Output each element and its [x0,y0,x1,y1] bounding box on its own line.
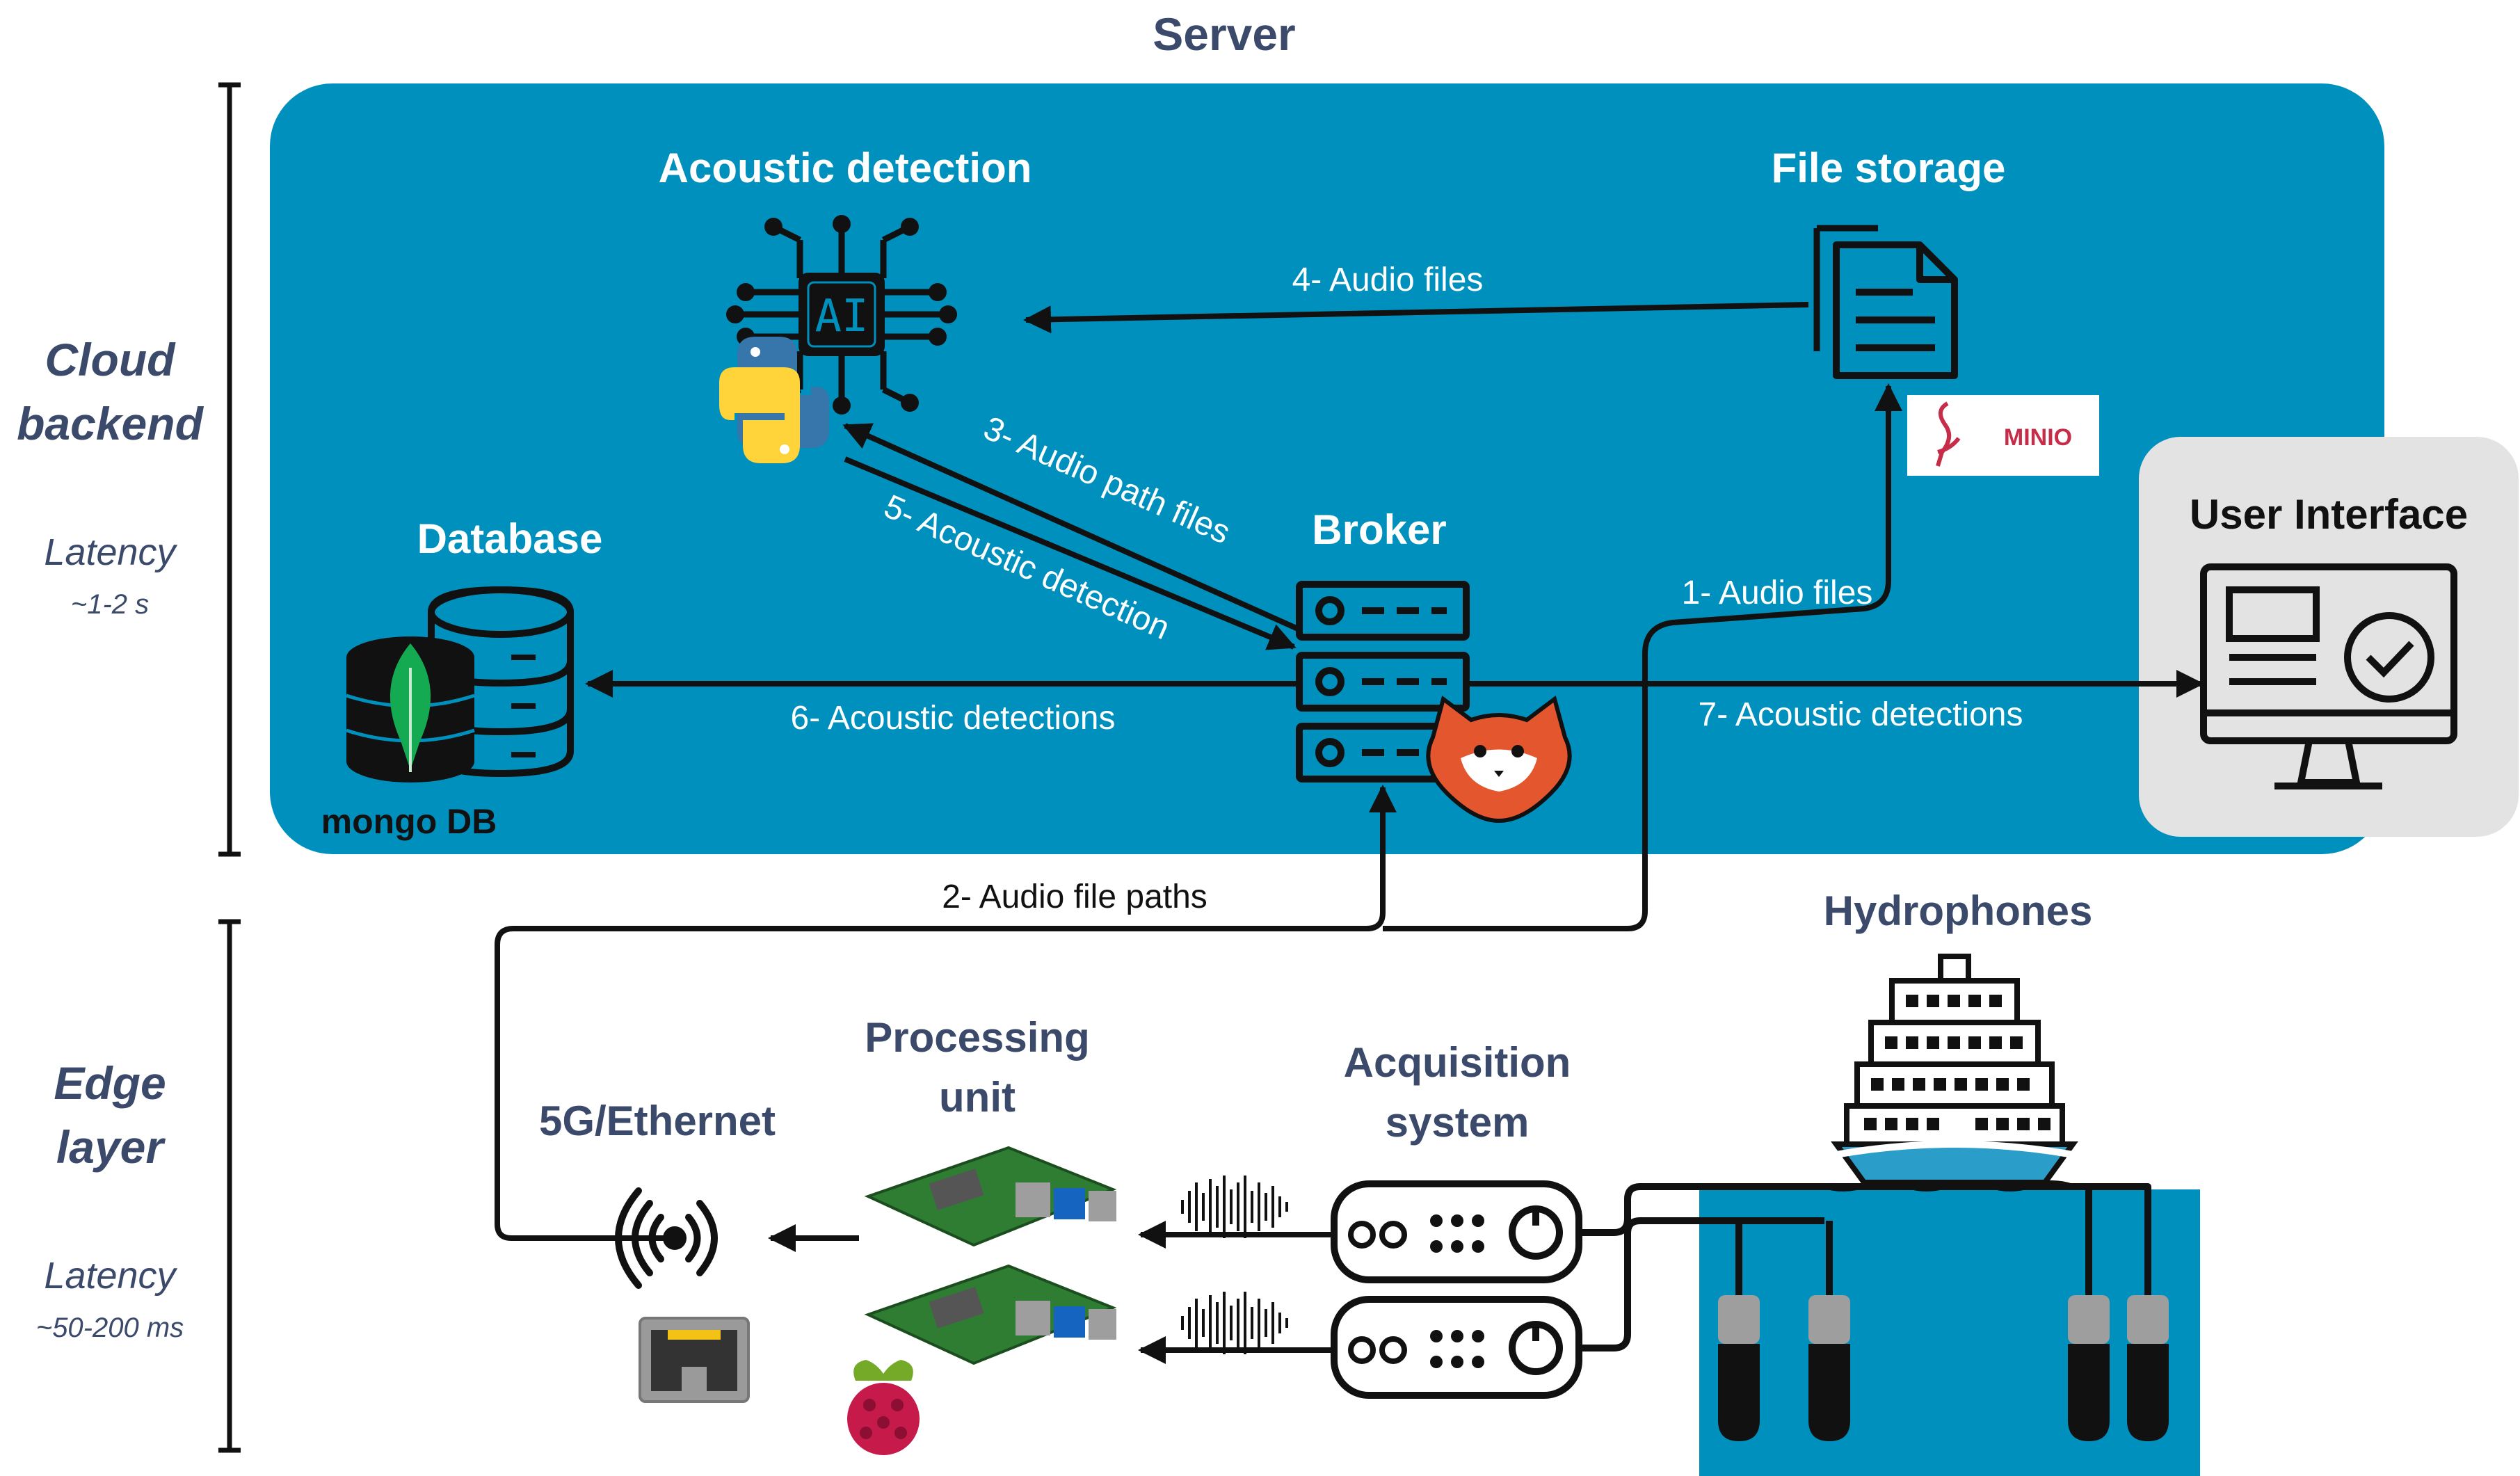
processing-unit-title-1: Processing [865,1014,1089,1061]
cloud-latency-label: Latency [44,531,177,573]
monitor-check-icon [2200,563,2457,789]
edge-layer-label: Edge layer Latency ~50-200 ms [36,1057,184,1343]
file-storage-title: File storage [1772,145,2006,191]
flow-label-2: 2- Audio file paths [942,879,1207,915]
flow-label-1: 1- Audio files [1682,575,1873,611]
cloud-layer-label: Cloud backend Latency ~1-2 s [17,334,204,620]
ethernet-port-icon [639,1317,750,1403]
hydrophone-probe-2 [1808,1295,1850,1441]
cloud-title-2: backend [17,398,204,449]
acquisition-device-1 [1331,1180,1582,1283]
edge-latency-value: ~50-200 ms [36,1313,184,1343]
cloud-latency-value: ~1-2 s [71,589,149,620]
acquisition-device-2 [1331,1296,1582,1399]
edge-title-1: Edge [54,1057,166,1109]
edge-latency-label: Latency [44,1255,177,1297]
flow-arrow-3 [842,423,1301,632]
hydrophone-probe-3 [2068,1295,2110,1441]
hydrophone-probe-1 [1718,1295,1760,1441]
flow-arrow-4 [1023,302,1809,334]
redpanda-logo-icon [1426,695,1572,824]
server-title: Server [1153,8,1296,60]
minio-logo: MINIO [1907,395,2099,476]
minio-label: MINIO [2004,424,2072,451]
hydrophone-probes [1718,1295,2169,1441]
processing-unit-title-2: unit [939,1074,1016,1121]
edge-title-2: layer [56,1121,166,1173]
acquisition-title-2: system [1386,1099,1530,1146]
network-title: 5G/Ethernet [539,1098,776,1144]
water [1699,1189,2200,1476]
ai-chip-label: AI [814,291,868,342]
hydrophone-probe-4 [2127,1295,2169,1441]
raspberry-pi-board-1 [864,1146,1117,1247]
cloud-title-1: Cloud [45,334,177,385]
raspberry-logo-icon [847,1360,920,1455]
flow-arrow-2 [495,785,1397,1241]
database-icon: mongo DB [321,586,574,841]
flow-label-4: 4- Audio files [1292,262,1484,298]
hydrophone-cables [1579,1183,2151,1367]
flow-label-6: 6- Acoustic detections [791,700,1116,737]
acquisition-title-1: Acquisition [1344,1039,1571,1086]
ai-chip-icon: AI [726,215,957,415]
python-logo-icon [719,337,829,463]
flow-arrow-1 [1383,383,1902,931]
ship-icon [1831,954,2078,1185]
file-document-icon [1813,225,1958,379]
sound-wave-icon-2 [1181,1292,1288,1354]
user-interface-title: User Interface [2190,491,2468,538]
hydrophones-title: Hydrophones [1824,888,2093,934]
mongodb-label: mongo DB [321,802,497,841]
database-title: Database [417,515,603,562]
raspberry-pi-board-2 [864,1264,1117,1365]
acoustic-detection-title: Acoustic detection [659,145,1032,191]
flow-label-7: 7- Acoustic detections [1699,696,2023,733]
user-interface-panel [2139,437,2519,837]
sound-wave-icon-1 [1181,1176,1288,1238]
edge-bracket [218,919,241,1453]
broker-title: Broker [1312,506,1446,553]
flow-arrow-5 [844,456,1297,650]
cloud-bracket [218,82,241,857]
